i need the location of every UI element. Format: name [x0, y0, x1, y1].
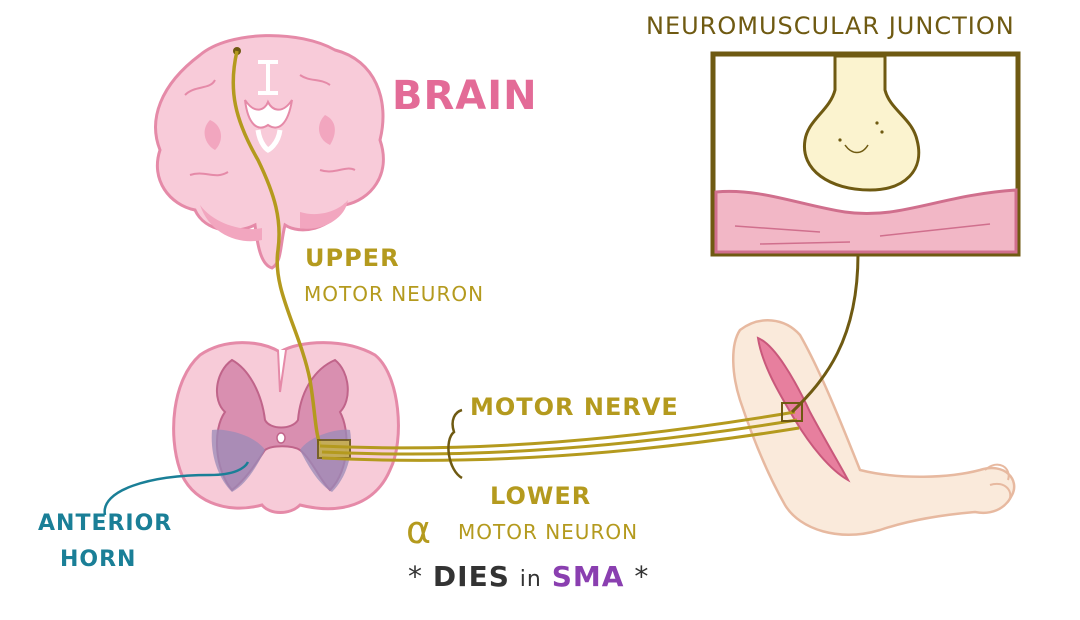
dies-word: DIES: [432, 560, 510, 593]
nmj-box: [710, 51, 1021, 257]
arm-illustration: [732, 319, 1016, 536]
dies-in-sma-caption: * DIES in SMA *: [408, 560, 649, 593]
upper-motor-neuron: [231, 47, 322, 446]
brain-illustration: [154, 34, 385, 270]
nmj-title: NEUROMUSCULAR JUNCTION: [646, 12, 1015, 40]
upper-neuron-label-line1: UPPER: [305, 244, 400, 272]
motor-nerve-pointer: [447, 408, 463, 480]
dies-star-right: *: [634, 560, 650, 593]
lower-neuron-label-line1: LOWER: [490, 482, 592, 510]
anterior-horn-pointer: [103, 461, 250, 516]
lower-neuron-label-line2: MOTOR NEURON: [458, 520, 639, 544]
lower-motor-neuron: [317, 253, 860, 462]
sma-word: SMA: [551, 560, 625, 593]
anterior-horn-label-line2: HORN: [60, 547, 137, 572]
spinal-cord-illustration: [172, 341, 400, 514]
dies-in-word: in: [519, 567, 542, 592]
upper-neuron-label-line2: MOTOR NEURON: [304, 282, 485, 306]
anterior-horn-label-line1: ANTERIOR: [38, 511, 173, 536]
motor-nerve-label: MOTOR NERVE: [470, 393, 679, 421]
brain-label: BRAIN: [392, 73, 538, 119]
alpha-symbol: α: [406, 508, 433, 552]
dies-star-left: *: [408, 560, 423, 593]
